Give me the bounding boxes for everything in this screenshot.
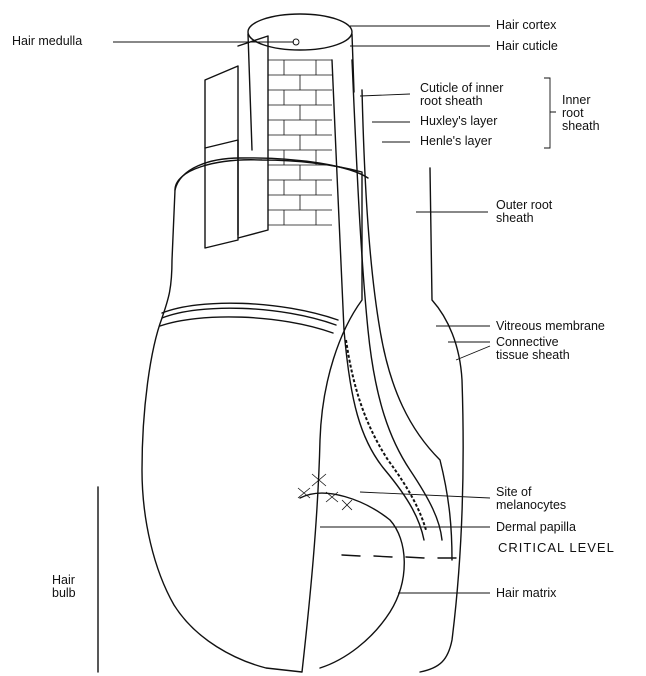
- label-vitreous-membrane: Vitreous membrane: [496, 320, 605, 333]
- outer-cylinder-top: [175, 158, 368, 190]
- label-hair-cuticle: Hair cuticle: [496, 40, 558, 53]
- inner-sheath-edge: [362, 90, 452, 560]
- leader-cuticle-irs: [360, 94, 410, 96]
- shaft-right-edge: [352, 60, 442, 540]
- step-inner-block: [238, 36, 268, 238]
- label-dermal-papilla: Dermal papilla: [496, 521, 576, 534]
- bracket-inner-root-sheath: [544, 78, 556, 148]
- label-critical-level: CRITICAL LEVEL: [498, 541, 615, 554]
- shaft-left-edge: [332, 60, 424, 540]
- label-inner-root-sheath: Inner root sheath: [562, 94, 600, 133]
- step-outer-block: [205, 66, 238, 248]
- vitreous-band-3: [160, 317, 333, 333]
- label-hair-matrix: Hair matrix: [496, 587, 556, 600]
- label-site-of-melanocytes: Site of melanocytes: [496, 486, 566, 512]
- label-huxleys-layer: Huxley's layer: [420, 115, 497, 128]
- sheath-right-edge: [420, 168, 463, 672]
- label-henles-layer: Henle's layer: [420, 135, 492, 148]
- leader-connective-2: [456, 346, 490, 360]
- critical-level-line: [342, 555, 456, 558]
- cortex-top-ellipse: [248, 14, 352, 50]
- label-hair-medulla: Hair medulla: [12, 35, 82, 48]
- vitreous-band-2: [162, 308, 336, 325]
- label-hair-bulb: Hair bulb: [52, 574, 76, 600]
- label-connective-tissue-sheath: Connective tissue sheath: [496, 336, 570, 362]
- step-outer-face: [205, 140, 238, 235]
- label-cuticle-irs: Cuticle of inner root sheath: [420, 82, 503, 108]
- label-hair-cortex: Hair cortex: [496, 19, 556, 32]
- melanocyte-stars: [298, 474, 352, 510]
- cortex-left-edge: [248, 34, 252, 150]
- brick-cols: [284, 60, 316, 225]
- bulb-outline: [142, 160, 362, 672]
- label-outer-root-sheath: Outer root sheath: [496, 199, 552, 225]
